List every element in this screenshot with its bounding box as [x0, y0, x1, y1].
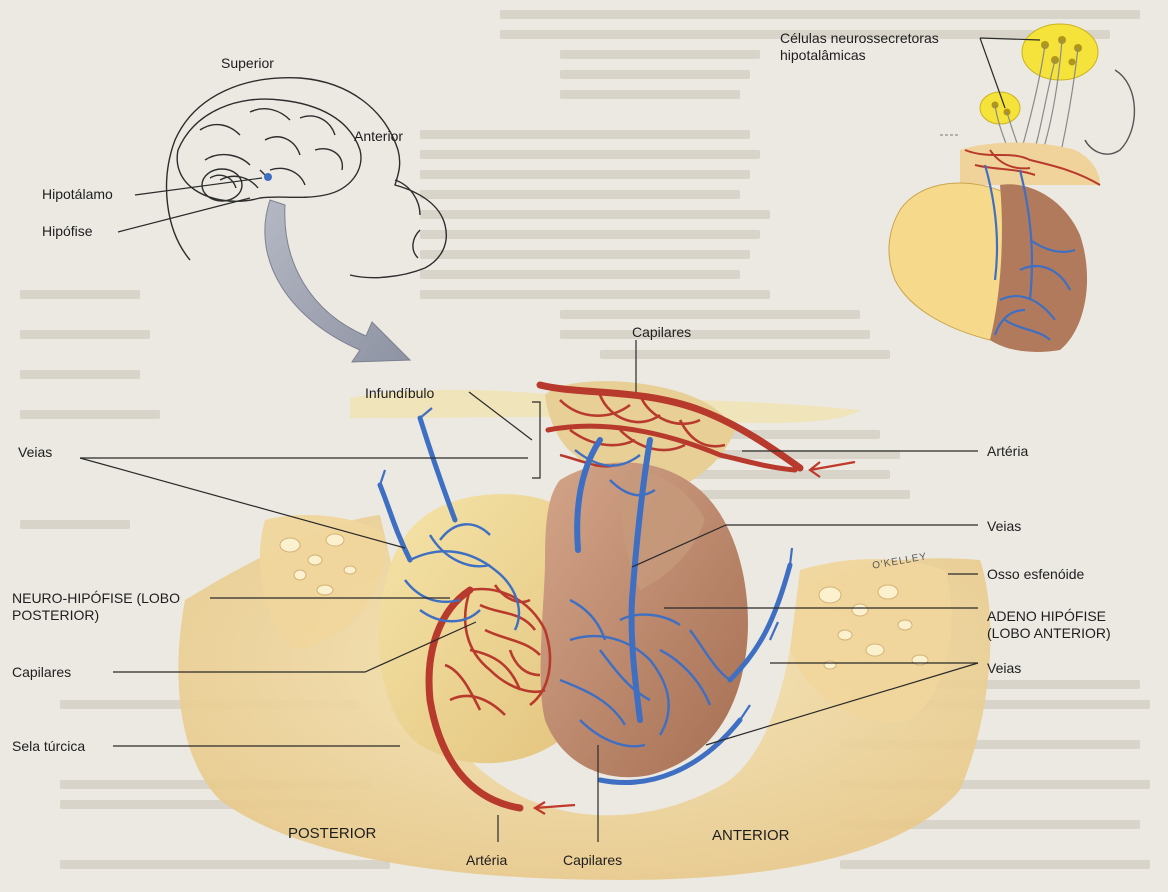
- label-arteria-right: Artéria: [987, 443, 1028, 460]
- brain-head-sketch: [167, 78, 447, 278]
- label-osso-esfenoide: Osso esfenóide: [987, 566, 1084, 583]
- hypophysis-dot: [264, 173, 272, 181]
- label-anterior-orientation: Anterior: [354, 128, 403, 145]
- zoom-arrow: [265, 200, 410, 362]
- label-neuro-hipofise: NEURO-HIPÓFISE (LOBO POSTERIOR): [12, 590, 180, 624]
- label-hipotalamo: Hipotálamo: [42, 186, 113, 203]
- label-posterior-caption: POSTERIOR: [288, 825, 376, 842]
- label-veias-right: Veias: [987, 660, 1021, 677]
- label-anterior-caption: ANTERIOR: [712, 827, 790, 844]
- label-capilares-bottom: Capilares: [563, 852, 622, 869]
- label-superior: Superior: [221, 55, 274, 72]
- label-adeno-hipofise: ADENO HIPÓFISE (LOBO ANTERIOR): [987, 608, 1111, 642]
- label-infundibulo: Infundíbulo: [365, 385, 434, 402]
- label-capilares-top: Capilares: [632, 324, 691, 341]
- label-arteria-bottom: Artéria: [466, 852, 507, 869]
- label-veias-mid: Veias: [987, 518, 1021, 535]
- label-neurosecretory-cells: Células neurossecretoras hipotalâmicas: [780, 30, 939, 64]
- pituitary-inset: [889, 24, 1134, 352]
- label-hipofise: Hipófise: [42, 223, 93, 240]
- label-capilares-left: Capilares: [12, 664, 71, 681]
- label-veias-left: Veias: [18, 444, 52, 461]
- label-sela-turcica: Sela túrcica: [12, 738, 85, 755]
